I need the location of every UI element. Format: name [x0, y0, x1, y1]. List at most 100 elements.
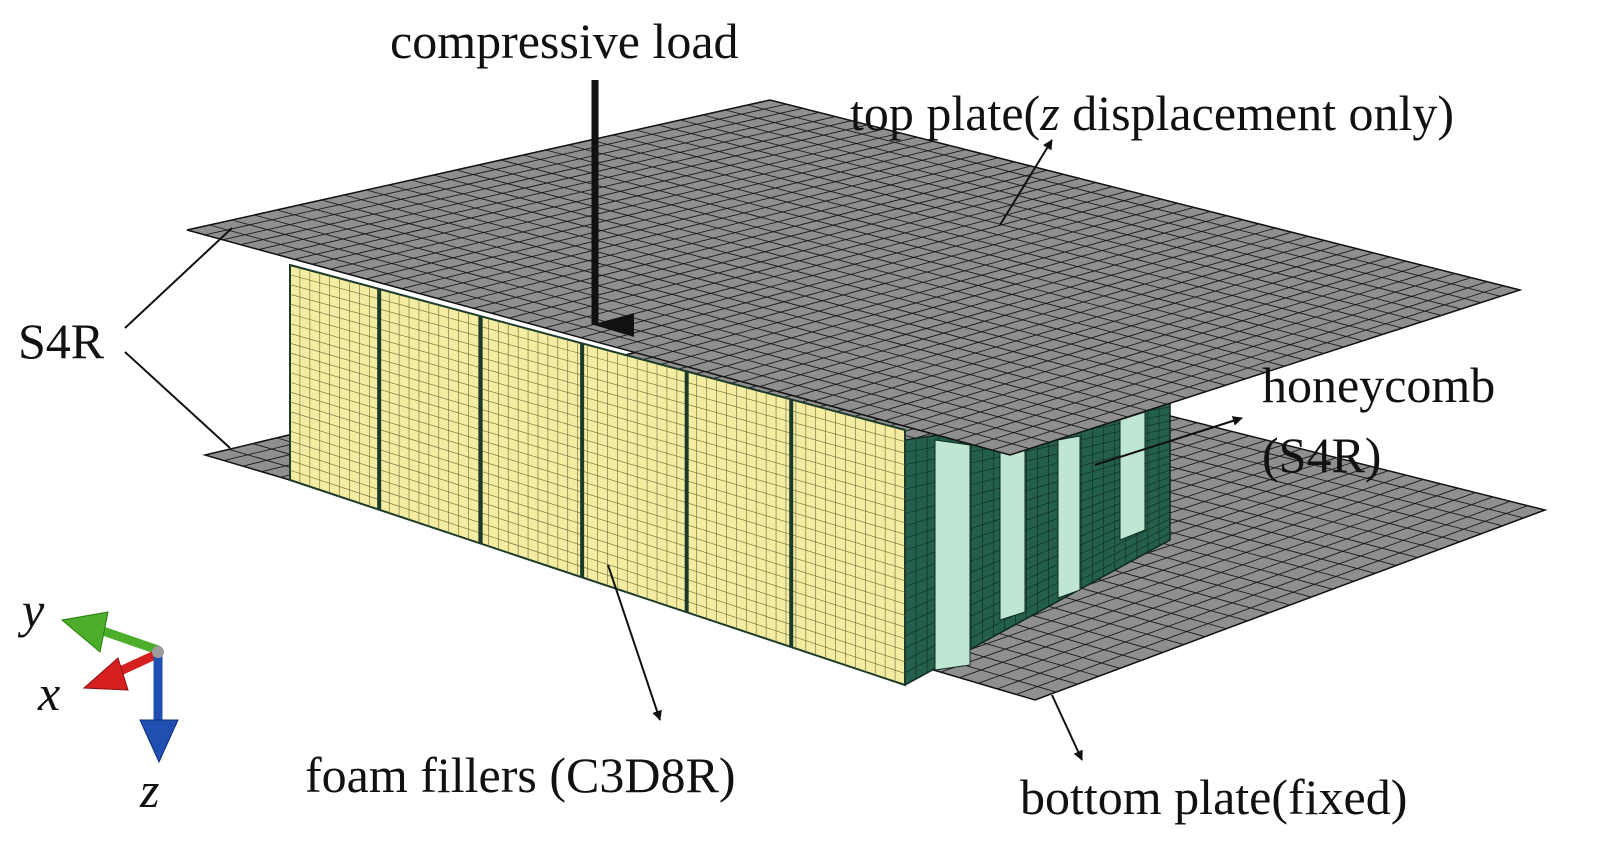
mesh-line	[777, 235, 1309, 392]
mesh-line	[598, 194, 1146, 343]
mesh-line	[289, 284, 906, 454]
axis-y-shaft	[95, 625, 163, 655]
mesh-line	[289, 460, 906, 663]
honeycomb-wall	[934, 439, 971, 671]
honeycomb-wall	[999, 445, 1026, 621]
mesh-line	[289, 381, 906, 570]
mesh-line	[289, 342, 906, 524]
mesh-line	[526, 178, 1080, 324]
mesh-line	[289, 450, 906, 651]
label-bottom-plate: bottom plate(fixed)	[1020, 769, 1408, 825]
mesh-line	[222, 107, 803, 241]
label-top-plate: top plate(z displacement only)	[850, 88, 1454, 138]
mesh-line	[920, 268, 1439, 431]
mesh-line	[902, 264, 1423, 427]
label-top-plate-axis: z	[1040, 85, 1060, 141]
mesh-line	[921, 483, 1441, 668]
mesh-line	[813, 244, 1341, 402]
mesh-line	[289, 469, 906, 674]
mesh-line	[289, 294, 906, 466]
mesh-line	[866, 256, 1390, 417]
honeycomb	[904, 399, 1171, 687]
mesh-line	[347, 136, 917, 275]
mesh-line	[830, 248, 1358, 407]
mesh-line	[289, 440, 906, 639]
mesh-line	[991, 285, 1504, 451]
mesh-line	[289, 421, 906, 616]
axis-y-arrowhead	[60, 611, 109, 653]
mesh-line	[289, 323, 906, 500]
leader-s4r-top	[124, 227, 233, 329]
mesh-line	[289, 362, 906, 547]
mesh-line	[289, 401, 906, 593]
mesh-line	[562, 186, 1113, 334]
mesh-line	[723, 223, 1260, 378]
mesh-line	[289, 372, 906, 558]
mesh-line	[289, 430, 906, 628]
foam-fillers	[289, 263, 906, 687]
axis-label-x: x	[38, 665, 61, 721]
mesh-line	[959, 492, 1476, 679]
mesh-line	[294, 124, 868, 260]
mesh-line	[848, 252, 1374, 412]
mesh-line	[652, 206, 1195, 358]
mesh-line	[365, 140, 934, 280]
mesh-line	[491, 169, 1048, 314]
leader-honeycomb	[1094, 416, 1243, 466]
label-foam-fillers: foam fillers (C3D8R)	[305, 747, 736, 803]
mesh-line	[759, 231, 1292, 387]
mesh-line	[978, 496, 1493, 684]
mesh-line	[383, 144, 950, 285]
leader-bottom-plate	[1051, 694, 1083, 761]
axis-origin	[152, 646, 164, 658]
label-top-plate-prefix: top plate(	[850, 85, 1041, 141]
leader-s4r-bottom	[124, 351, 231, 449]
mesh-line	[204, 103, 787, 236]
mesh-line	[240, 111, 820, 246]
mesh-line	[473, 165, 1031, 309]
label-honeycomb-line2: (S4R)	[1262, 427, 1382, 483]
axis-label-z: z	[140, 762, 160, 818]
axis-z-arrowhead	[139, 719, 179, 764]
mesh-line	[455, 161, 1015, 304]
axis-x-arrowhead	[82, 657, 129, 691]
mesh-line	[289, 303, 906, 477]
label-s4r: S4R	[18, 313, 105, 369]
mesh-line	[289, 333, 906, 512]
mesh-line	[289, 313, 906, 489]
mesh-line	[419, 153, 983, 295]
mesh-line	[705, 219, 1243, 373]
axis-triad	[60, 611, 179, 764]
mesh-line	[508, 173, 1064, 319]
mesh-line	[258, 116, 836, 251]
mesh-line	[1015, 505, 1528, 695]
mesh-line	[289, 391, 906, 581]
label-compressive-load: compressive load	[390, 13, 739, 69]
mesh-line	[289, 352, 906, 535]
mesh-line	[795, 240, 1325, 397]
leader-top-plate	[999, 139, 1053, 226]
mesh-line	[974, 281, 1488, 446]
axis-x-shaft	[113, 650, 160, 677]
label-top-plate-suffix: displacement only)	[1059, 85, 1455, 141]
mesh-line	[938, 273, 1455, 436]
axis-label-y: y	[22, 582, 45, 638]
mesh-line	[289, 274, 906, 442]
mesh-line	[289, 411, 906, 605]
mesh-line	[940, 487, 1459, 673]
mesh-line	[437, 157, 999, 299]
mesh-line	[741, 227, 1276, 383]
mesh-line	[669, 211, 1211, 363]
mesh-line	[956, 277, 1472, 441]
mesh-line	[580, 190, 1129, 339]
honeycomb-wall	[1119, 411, 1146, 541]
mesh-line	[330, 132, 901, 270]
mesh-line	[276, 120, 852, 255]
mesh-line	[401, 149, 966, 290]
mesh-line	[616, 198, 1162, 348]
mesh-line	[687, 215, 1227, 368]
mesh-line	[544, 182, 1097, 329]
mesh-line	[997, 500, 1511, 690]
